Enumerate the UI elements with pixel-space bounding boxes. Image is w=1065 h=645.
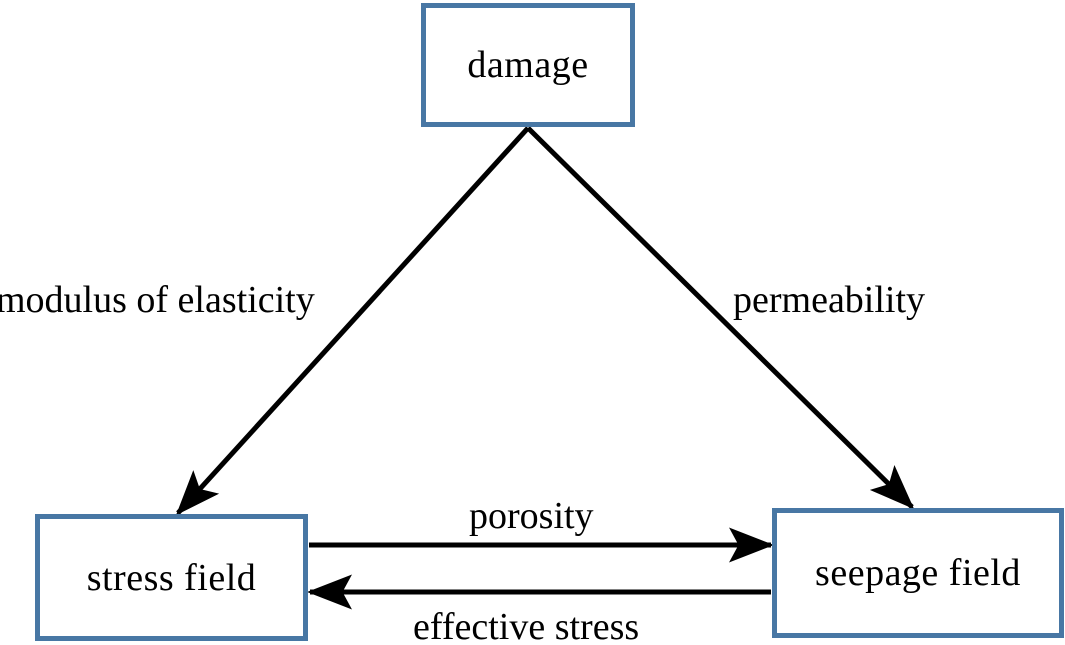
node-stress-field-label: stress field xyxy=(86,556,257,599)
edge-label-modulus-of-elasticity: modulus of elasticity xyxy=(0,279,315,321)
node-damage-label: damage xyxy=(467,44,589,86)
node-stress-field[interactable]: stress field xyxy=(35,514,308,641)
node-damage[interactable]: damage xyxy=(421,3,635,127)
edge-label-effective-stress: effective stress xyxy=(413,606,640,645)
edge-label-permeability: permeability xyxy=(733,279,926,321)
node-seepage-field[interactable]: seepage field xyxy=(772,508,1064,638)
edge-label-porosity: porosity xyxy=(469,495,594,537)
node-seepage-field-label: seepage field xyxy=(815,552,1021,594)
